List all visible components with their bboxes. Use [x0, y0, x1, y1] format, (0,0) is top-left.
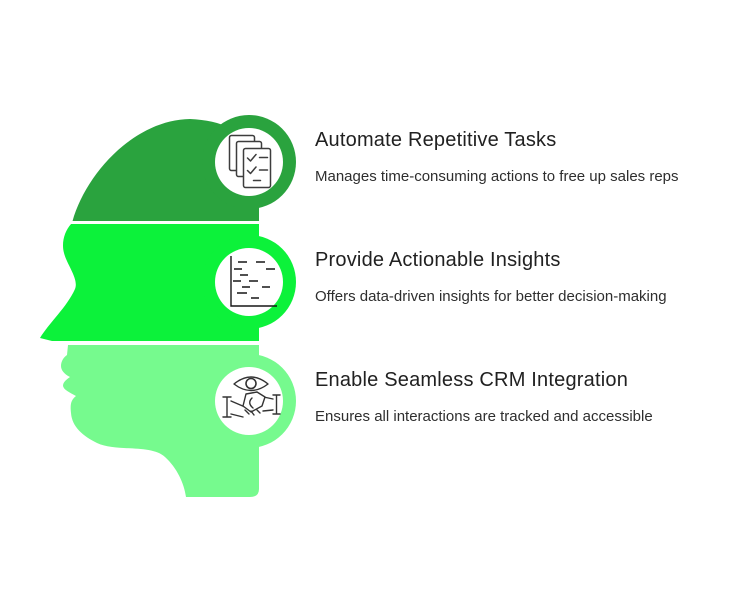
eye-handshake-icon — [222, 376, 281, 418]
item-2-title: Provide Actionable Insights — [315, 249, 561, 271]
item-1-description: Manages time-consuming actions to free u… — [315, 168, 679, 185]
item-1-title: Automate Repetitive Tasks — [315, 129, 557, 151]
icon-badge-2 — [202, 235, 296, 329]
badge-face-2 — [215, 248, 283, 316]
item-3-description: Ensures all interactions are tracked and… — [315, 408, 653, 425]
item-2-text: Provide Actionable Insights Offers data-… — [315, 248, 735, 307]
icon-badge-1 — [202, 115, 296, 209]
scatter-chart-icon — [230, 256, 277, 307]
icon-badge-3 — [202, 354, 296, 448]
checklist-documents-icon — [228, 134, 272, 189]
item-3-text: Enable Seamless CRM Integration Ensures … — [315, 368, 735, 427]
item-3-title: Enable Seamless CRM Integration — [315, 369, 629, 391]
item-1-text: Automate Repetitive Tasks Manages time-c… — [315, 128, 735, 187]
item-2-description: Offers data-driven insights for better d… — [315, 288, 667, 305]
